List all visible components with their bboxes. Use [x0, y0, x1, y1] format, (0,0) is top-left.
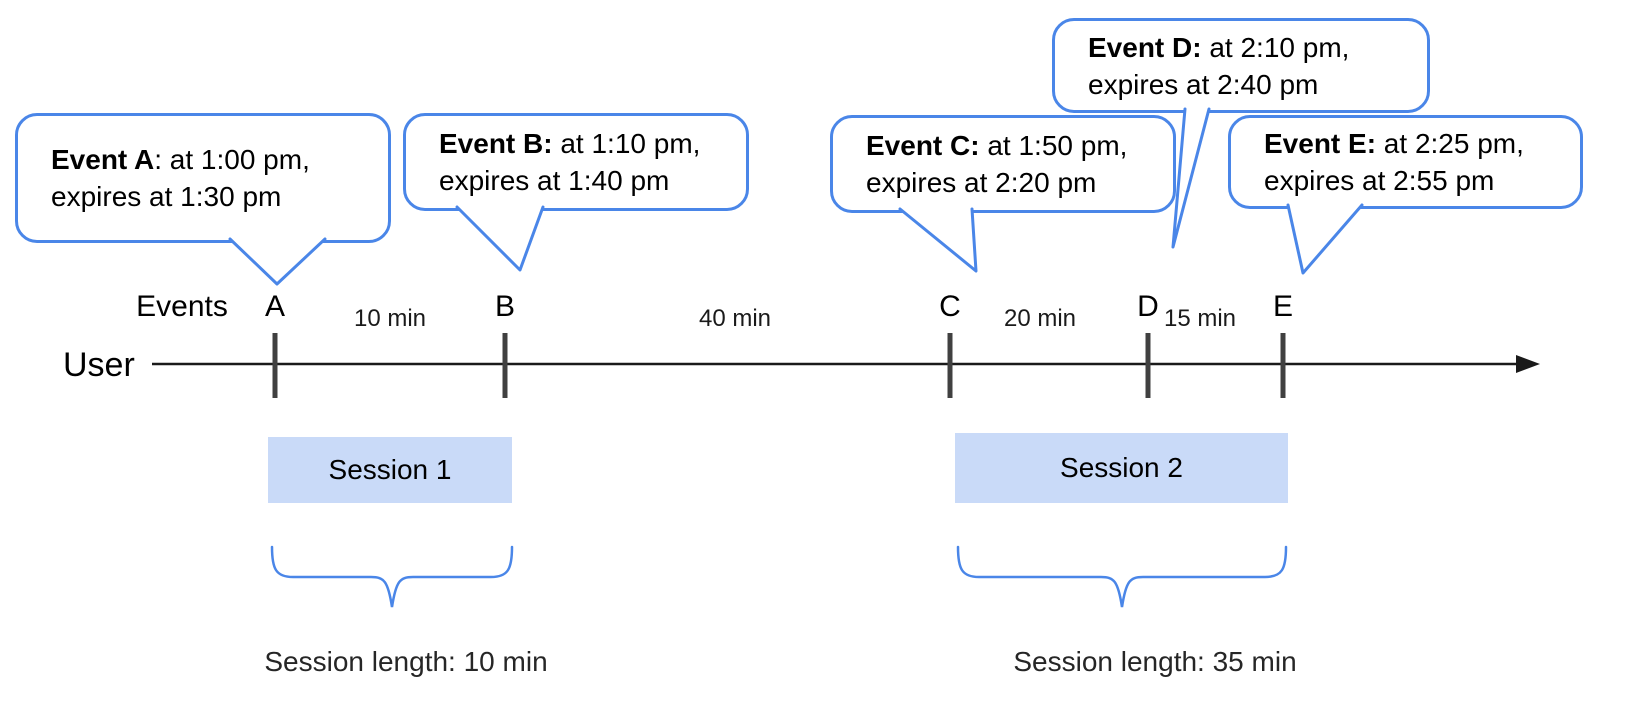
- speech-bubble-event-d: Event D: at 2:10 pm, expires at 2:40 pm: [1052, 18, 1430, 113]
- timeline-arrowhead-icon: [1516, 355, 1540, 373]
- session-2-label: Session 2: [1060, 452, 1183, 483]
- speech-bubble-event-b: Event B: at 1:10 pm, expires at 1:40 pm: [403, 113, 749, 211]
- bubble-tail-b: [455, 205, 545, 272]
- event-c-title: Event C:: [866, 130, 980, 161]
- event-letter-e: E: [1272, 290, 1294, 323]
- interval-label-a-b: 10 min: [353, 305, 427, 332]
- speech-bubble-event-c: Event C: at 1:50 pm, expires at 2:20 pm: [830, 115, 1176, 213]
- event-e-expiry: expires at 2:55 pm: [1264, 165, 1495, 196]
- event-b-title: Event B:: [439, 128, 553, 159]
- session-1-box: Session 1: [268, 437, 512, 503]
- session-1-label: Session 1: [328, 454, 452, 485]
- interval-label-c-d: 20 min: [1003, 305, 1077, 332]
- bubble-line-1: Event A: at 1:00 pm,: [51, 141, 388, 178]
- event-a-time: : at 1:00 pm,: [154, 144, 310, 175]
- bubble-line-1: Event B: at 1:10 pm,: [439, 125, 746, 162]
- event-letter-c: C: [939, 290, 961, 323]
- event-c-expiry: expires at 2:20 pm: [866, 167, 1097, 198]
- event-letter-b: B: [494, 290, 516, 323]
- event-e-title: Event E:: [1264, 128, 1377, 159]
- bubble-line-1: Event E: at 2:25 pm,: [1264, 125, 1580, 162]
- event-d-time: at 2:10 pm,: [1201, 31, 1350, 63]
- event-a-title: Event A: [51, 144, 155, 175]
- session-2-length-label: Session length: 35 min: [1013, 646, 1297, 677]
- bubble-tail-d: [1171, 107, 1211, 249]
- bubble-tail-c: [898, 207, 978, 273]
- event-d-title: Event D:: [1088, 31, 1202, 63]
- bubble-tail-a: [228, 237, 327, 286]
- event-b-expiry: expires at 1:40 pm: [439, 165, 670, 196]
- event-d-expiry: expires at 2:40 pm: [1088, 68, 1319, 100]
- bubble-line-1: Event D: at 2:10 pm,: [1088, 29, 1427, 66]
- event-a-expiry: expires at 1:30 pm: [51, 181, 282, 212]
- speech-bubble-event-a: Event A: at 1:00 pm, expires at 1:30 pm: [15, 113, 391, 243]
- user-label: User: [63, 346, 135, 384]
- speech-bubble-event-e: Event E: at 2:25 pm, expires at 2:55 pm: [1228, 115, 1583, 209]
- bubble-tail-e: [1286, 203, 1364, 275]
- event-letter-d: D: [1137, 290, 1159, 323]
- session-2-box: Session 2: [955, 433, 1288, 503]
- session-1-length-label: Session length: 10 min: [264, 646, 548, 677]
- event-b-time: at 1:10 pm,: [552, 128, 701, 159]
- events-label: Events: [136, 290, 228, 323]
- bubble-line-1: Event C: at 1:50 pm,: [866, 127, 1173, 164]
- session-1-brace: [270, 545, 514, 608]
- event-e-time: at 2:25 pm,: [1376, 128, 1524, 159]
- event-letter-a: A: [264, 290, 286, 323]
- event-c-time: at 1:50 pm,: [979, 130, 1128, 161]
- interval-label-b-c: 40 min: [698, 305, 772, 332]
- session-2-brace: [956, 545, 1288, 608]
- interval-label-d-e: 15 min: [1163, 305, 1237, 332]
